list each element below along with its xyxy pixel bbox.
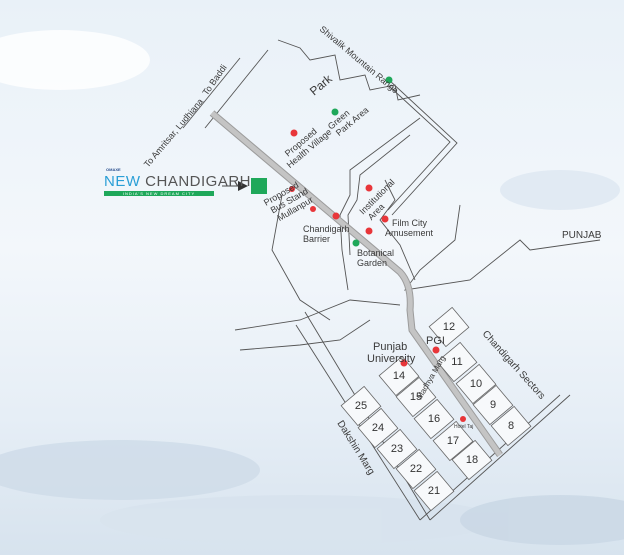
label-bus-stand: ProposedBus StandMullanpur xyxy=(262,177,315,225)
label-green-park: GreenPark Area xyxy=(326,97,371,139)
sector-number: 12 xyxy=(443,321,455,333)
marker-botanical xyxy=(352,239,360,247)
sector-cell xyxy=(455,363,497,405)
sector-15: 15 xyxy=(395,376,437,418)
sector-12: 12 xyxy=(428,306,470,348)
sector-10: 10 xyxy=(455,363,497,405)
marker-pgi xyxy=(432,346,440,354)
sector-22: 22 xyxy=(395,448,437,490)
label-to-baddi: To Baddi xyxy=(200,63,228,97)
sector-23: 23 xyxy=(376,428,418,470)
logo-name: NEW CHANDIGARH xyxy=(104,173,252,190)
marker-institutional-2 xyxy=(365,227,373,235)
sector-number: 21 xyxy=(428,485,440,497)
sector-grid: 12 11 10 98 14 15 16 17 18 25 24 23 22 21 xyxy=(340,306,532,512)
sector-number: 24 xyxy=(372,422,384,434)
logo-brand: OMAXE xyxy=(106,167,121,172)
label-punjab: PUNJAB xyxy=(562,230,602,241)
sector-cell xyxy=(472,384,514,426)
label-to-amritsar: To Amritsar, Ludhiana xyxy=(142,97,205,170)
sector-25: 25 xyxy=(340,385,382,427)
sector-number: 15 xyxy=(410,391,422,403)
sector-cell xyxy=(413,398,455,440)
sector-cell xyxy=(490,405,532,447)
label-health-village: ProposedHealth Village xyxy=(278,119,333,170)
sector-cell xyxy=(451,439,493,481)
logo-tagline: INDIA'S NEW DREAM CITY xyxy=(104,191,214,196)
sector-cell xyxy=(378,355,420,397)
label-hotel-taj: Hotel Taj xyxy=(454,424,473,430)
clouds xyxy=(0,30,624,545)
sector-number: 18 xyxy=(466,454,478,466)
sector-cell xyxy=(428,306,470,348)
sector-16: 16 xyxy=(413,398,455,440)
sector-number: 8 xyxy=(508,420,514,432)
sector-number: 10 xyxy=(470,378,482,390)
sector-21: 21 xyxy=(413,470,455,512)
marker-health-village xyxy=(290,129,298,137)
sector-number: 25 xyxy=(355,400,367,412)
markers xyxy=(289,76,466,422)
map-lines xyxy=(182,39,601,521)
sector-17: 17 xyxy=(432,420,474,462)
sector-cell xyxy=(395,376,437,418)
sector-number: 17 xyxy=(447,435,459,447)
marker-punjab-university xyxy=(400,359,408,367)
sector-number: 23 xyxy=(391,443,403,455)
sector-11: 11 xyxy=(436,341,478,383)
sector-cell xyxy=(436,341,478,383)
label-pgi: PGI xyxy=(426,335,445,347)
sector-18: 18 xyxy=(451,439,493,481)
sector-cell xyxy=(413,470,455,512)
marker-green-park xyxy=(331,108,339,116)
sector-number: 22 xyxy=(410,463,422,475)
sector-cell xyxy=(376,428,418,470)
sector-cell xyxy=(395,448,437,490)
marker-mullanpur xyxy=(310,206,316,212)
marker-shivalik xyxy=(385,76,393,84)
label-park: Park xyxy=(307,71,336,98)
new-chandigarh-location-marker xyxy=(251,178,267,194)
marker-film-city xyxy=(381,215,389,223)
sector-number: 9 xyxy=(490,399,496,411)
sector-cell xyxy=(357,407,399,449)
arrow-icon xyxy=(238,181,248,191)
sector-24: 24 xyxy=(357,407,399,449)
marker-bus-stand xyxy=(289,186,295,192)
sector-number: 14 xyxy=(393,370,405,382)
sector-cell xyxy=(432,420,474,462)
marker-institutional xyxy=(365,184,373,192)
marker-hotel-taj xyxy=(460,416,466,422)
marker-barrier xyxy=(332,212,340,220)
sector-14: 14 xyxy=(378,355,420,397)
sector-8: 8 xyxy=(490,405,532,447)
sector-number: 11 xyxy=(451,356,462,368)
sector-number: 16 xyxy=(428,413,440,425)
sector-cell xyxy=(340,385,382,427)
sector-9: 9 xyxy=(472,384,514,426)
